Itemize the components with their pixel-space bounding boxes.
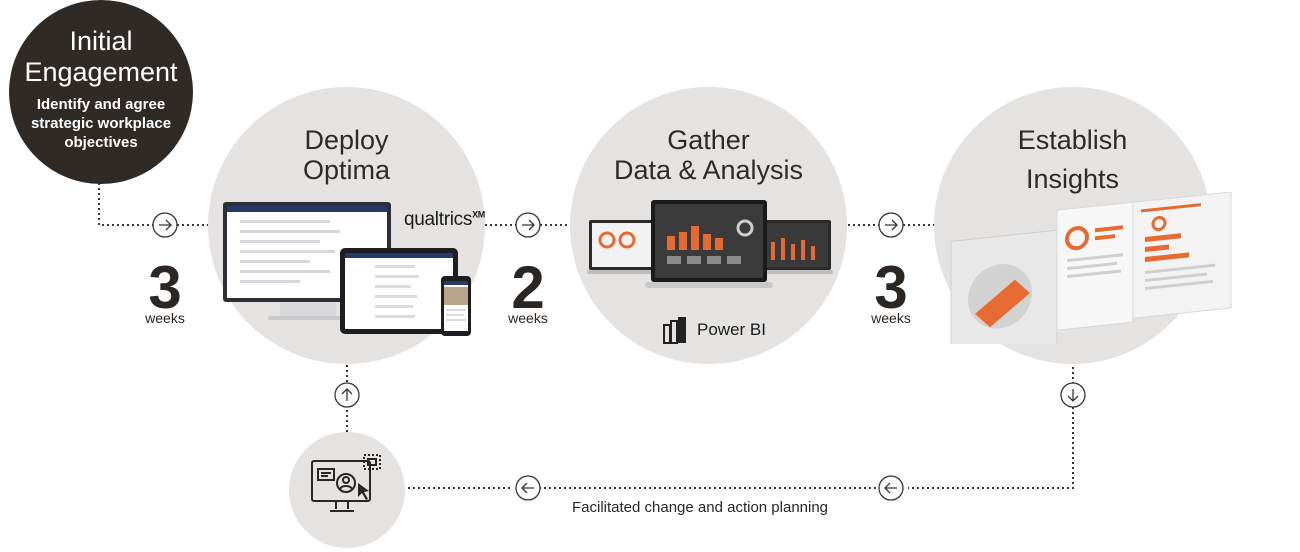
qualtrics-wordmark: qualtrics [404,209,473,230]
action-planning-circle [289,432,405,548]
initial-subtitle-line2: strategic workplace [30,115,172,132]
duration-1-unit: weeks [145,310,185,326]
arrow-right-icon [152,212,178,238]
insights-report-image [950,192,1232,344]
initial-title-line1: Initial [69,26,133,56]
gather-title-line1: Gather [667,125,750,155]
initial-engagement-circle [9,0,193,184]
insights-title-line1: Establish [1017,125,1128,155]
arrow-up-icon [334,382,360,408]
initial-title-line2: Engagement [24,57,178,87]
duration-2-unit: weeks [508,310,548,326]
power-bi-label: Power BI [697,320,766,339]
workshop-monitor-icon [311,454,381,512]
initial-subtitle-line1: Identify and agree [36,96,166,113]
dashboard-laptops-image [587,200,833,288]
duration-1-number: 3 [148,254,182,321]
qualtrics-xm-mark: XM [472,209,485,220]
deploy-title-line2: Optima [302,155,391,185]
duration-2-number: 2 [511,254,545,321]
arrow-down-icon [1060,382,1086,408]
initial-subtitle-line3: objectives [64,134,138,151]
arrow-left-icon [878,475,904,501]
arrow-right-icon [515,212,541,238]
arrow-right-icon [878,212,904,238]
gather-title-line2: Data & Analysis [613,155,804,185]
qualtrics-logo: qualtricsXM [404,209,485,231]
feedback-caption: Facilitated change and action planning [572,499,829,516]
insights-title-line2: Insights [1025,164,1120,194]
power-bi-icon [663,317,686,344]
duration-3-number: 3 [874,254,908,321]
duration-3-unit: weeks [871,310,911,326]
survey-devices-image [223,202,471,336]
arrow-left-icon [515,475,541,501]
deploy-title-line1: Deploy [304,125,389,155]
